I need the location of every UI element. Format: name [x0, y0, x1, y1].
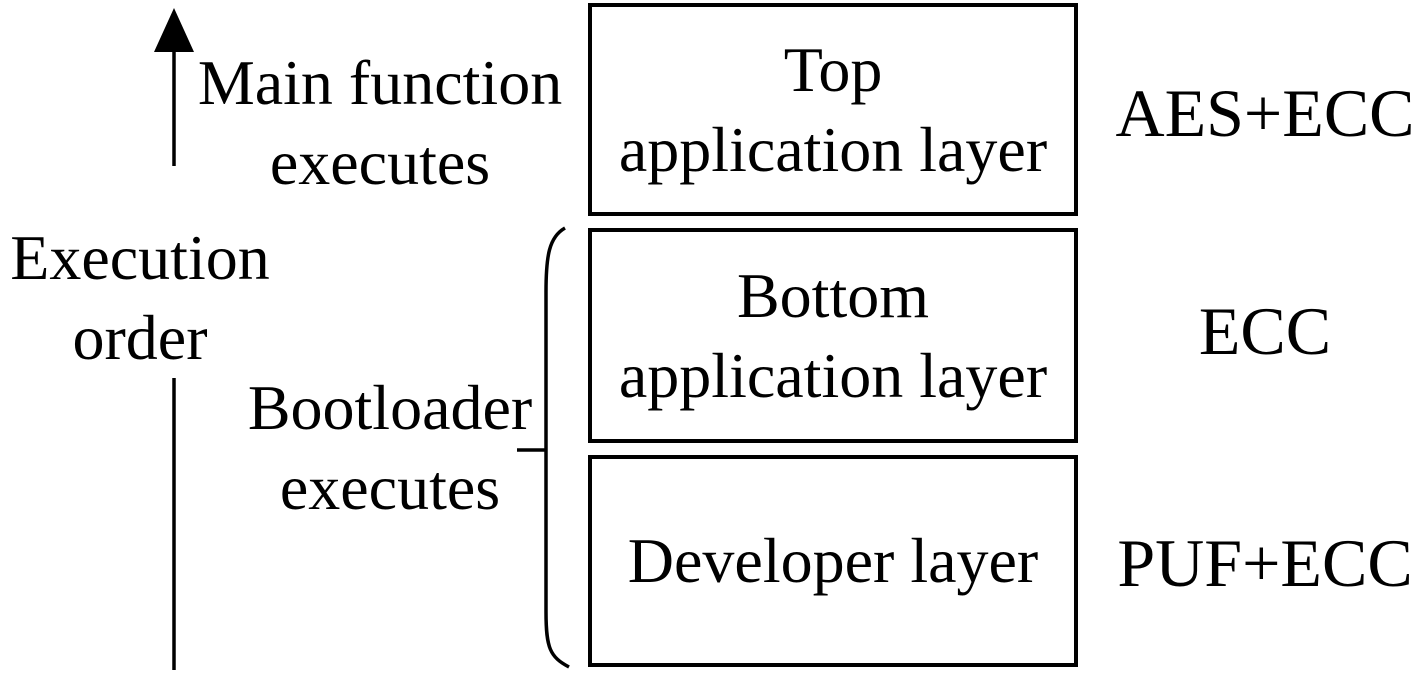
main-function-label-line1: Main function: [197, 47, 563, 118]
bootloader-label-line1: Bootloader: [247, 372, 533, 443]
layer-box-top-application-line1: Top: [783, 33, 883, 105]
main-function-label: Main function executes: [170, 43, 590, 203]
execution-order-label-line2: order: [72, 302, 208, 373]
layer-box-bottom-application-line1: Bottom: [736, 259, 930, 331]
bootloader-label-line2: executes: [279, 452, 501, 523]
up-arrowhead-icon: [154, 8, 194, 52]
layer-box-top-application-line2: application layer: [618, 113, 1048, 185]
layer-box-developer-line1: Developer layer: [627, 525, 1039, 596]
bootloader-brace: [544, 226, 570, 669]
security-label-bottom-layer: ECC: [1198, 293, 1332, 369]
bootloader-executes-label: Bootloader executes: [240, 368, 540, 528]
layer-box-developer: Developer layer: [588, 455, 1078, 667]
execution-order-label-line1: Execution: [10, 222, 270, 293]
main-function-label-line2: executes: [269, 127, 491, 198]
execution-order-axis-label: Execution order: [0, 218, 280, 378]
layer-box-bottom-application-line2: application layer: [618, 339, 1048, 411]
layer-box-top-application: Top application layer: [588, 3, 1078, 216]
security-label-developer-layer: PUF+ECC: [1117, 525, 1413, 601]
layer-box-bottom-application: Bottom application layer: [588, 228, 1078, 443]
security-label-top-layer: AES+ECC: [1115, 75, 1415, 151]
